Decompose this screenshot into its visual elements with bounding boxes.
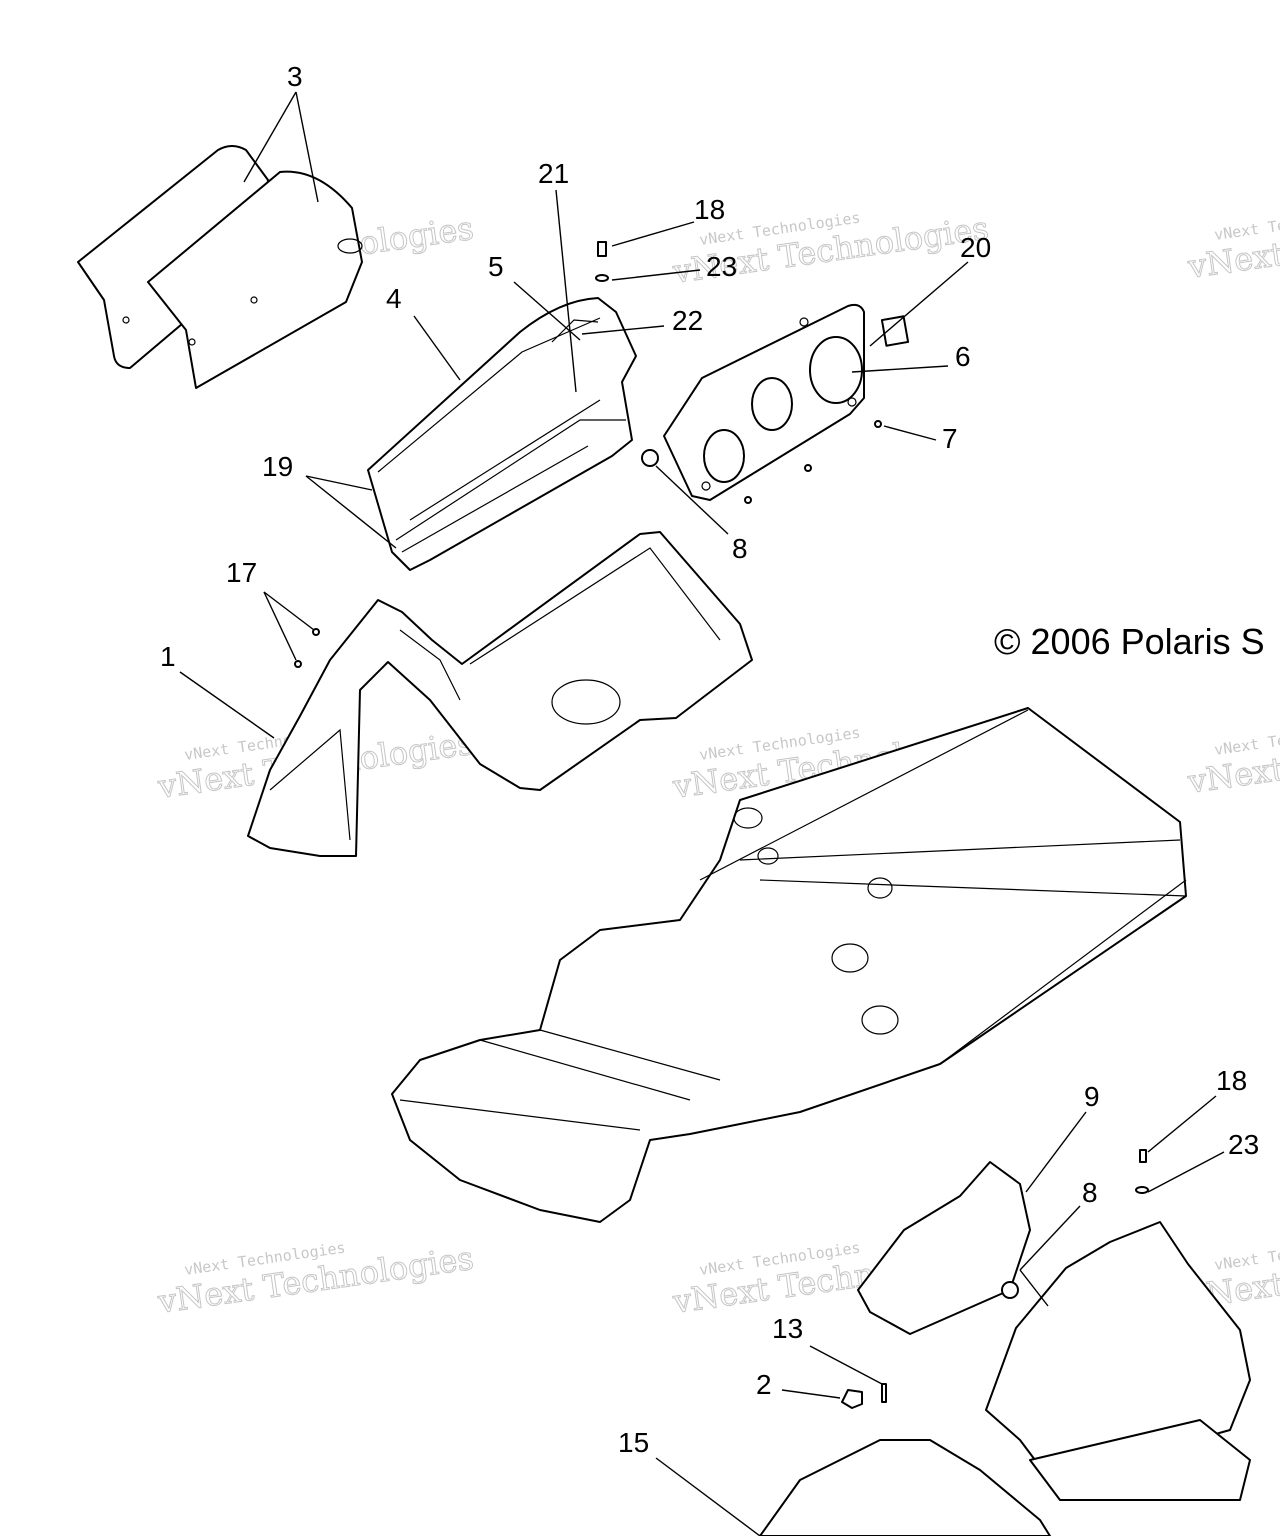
callout-19: 19 bbox=[262, 451, 293, 482]
part-9-panel bbox=[857, 1161, 1031, 1335]
callout-15: 15 bbox=[618, 1427, 649, 1458]
callout-18: 18 bbox=[694, 194, 725, 225]
callout-5: 5 bbox=[488, 251, 504, 282]
copyright-text: © 2006 Polaris S bbox=[994, 621, 1265, 662]
callout-13: 13 bbox=[772, 1313, 803, 1344]
leader-lines bbox=[179, 91, 1225, 1536]
part-3-pads bbox=[77, 145, 363, 389]
callout-17: 17 bbox=[226, 557, 257, 588]
part-6-gauge-panel bbox=[663, 303, 865, 501]
callout-8: 8 bbox=[1082, 1177, 1098, 1208]
callout-4: 4 bbox=[386, 283, 402, 314]
callout-22: 22 bbox=[672, 305, 703, 336]
hardware-top bbox=[294, 241, 910, 668]
chassis-frame bbox=[391, 707, 1187, 1223]
callout-9: 9 bbox=[1084, 1081, 1100, 1112]
part-1-nose-pan bbox=[247, 531, 753, 857]
callout-23: 23 bbox=[1228, 1129, 1259, 1160]
callout-18: 18 bbox=[1216, 1065, 1247, 1096]
side-panel-bottom-right bbox=[759, 1149, 1251, 1536]
callout-20: 20 bbox=[960, 232, 991, 263]
callout-21: 21 bbox=[538, 158, 569, 189]
callout-8: 8 bbox=[732, 533, 748, 564]
callout-7: 7 bbox=[942, 423, 958, 454]
callout-2: 2 bbox=[756, 1369, 772, 1400]
callout-1: 1 bbox=[160, 641, 176, 672]
callouts: 3 21 18 23 20 5 4 22 6 7 19 8 17 1 9 18 … bbox=[160, 61, 1259, 1458]
callout-23: 23 bbox=[706, 251, 737, 282]
callout-6: 6 bbox=[955, 341, 971, 372]
part-4-dash-panel bbox=[367, 297, 637, 571]
callout-3: 3 bbox=[287, 61, 303, 92]
